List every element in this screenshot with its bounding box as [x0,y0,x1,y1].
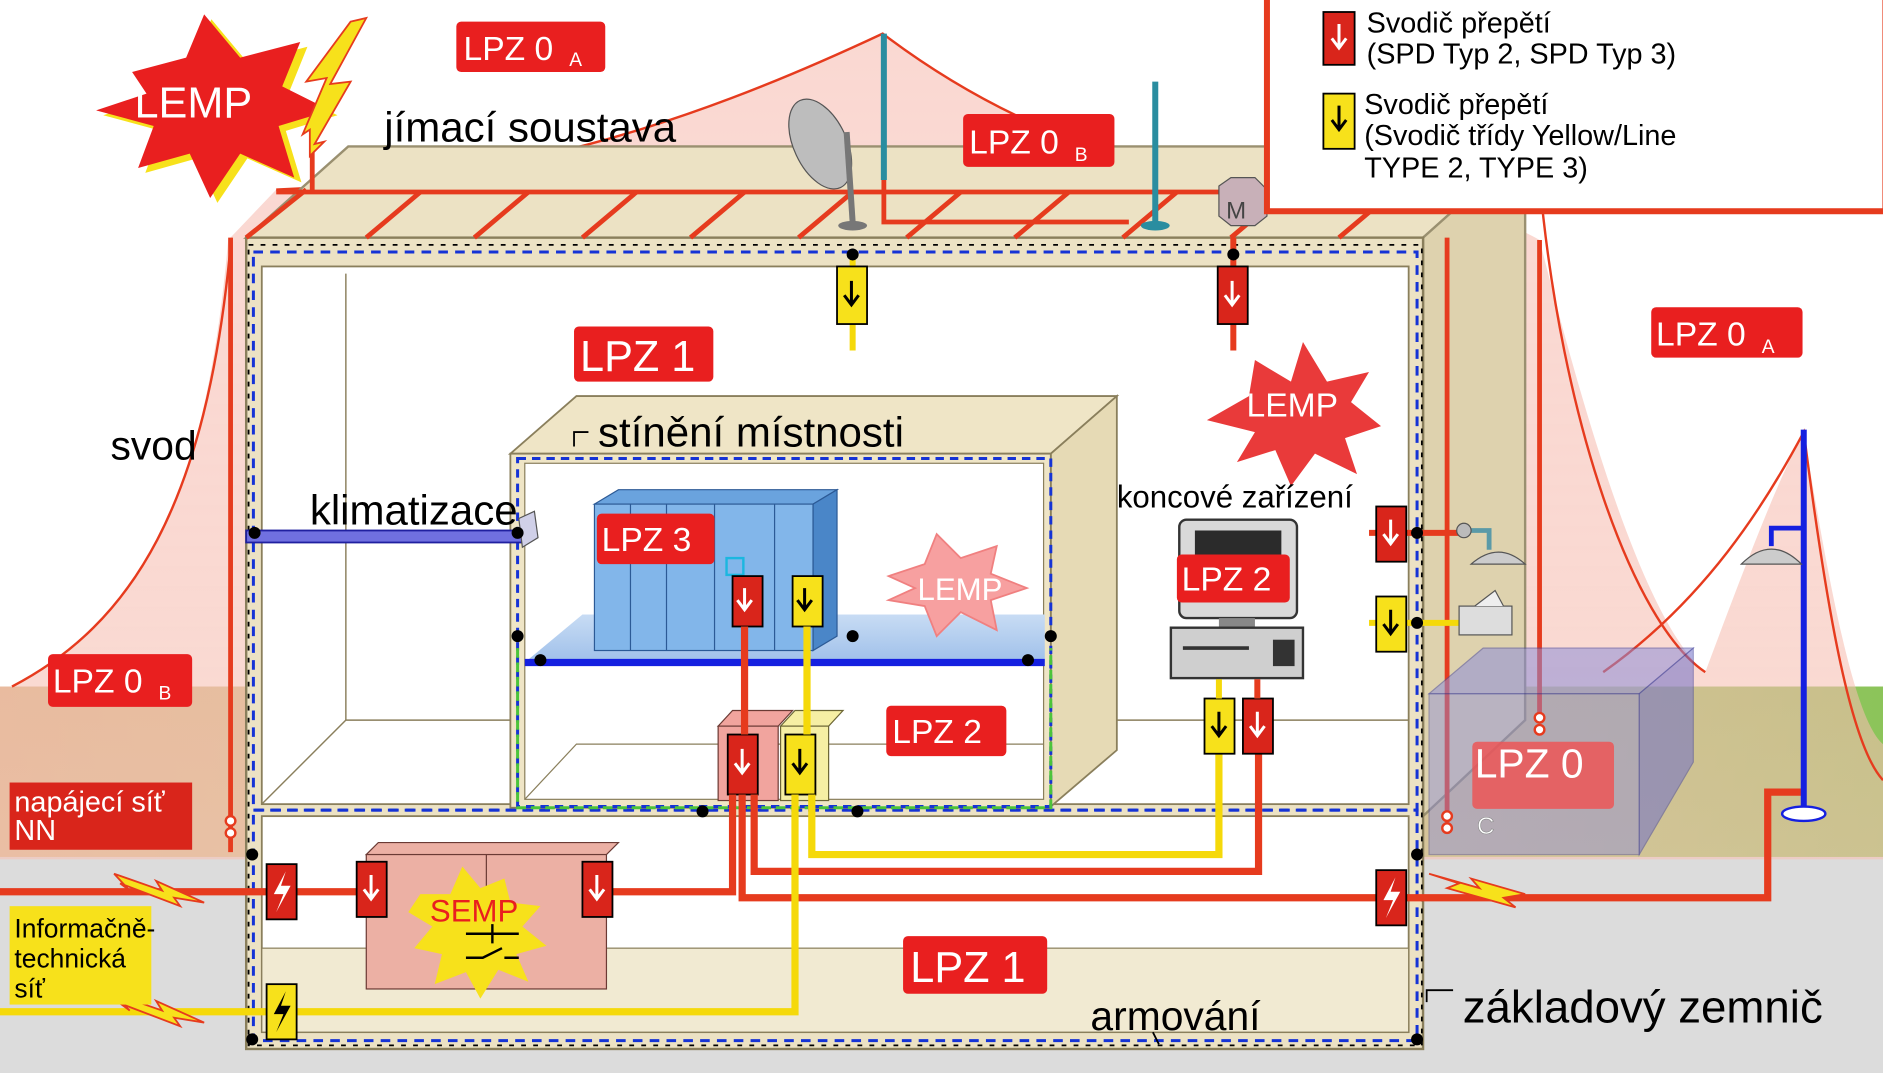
semp-label: SEMP [430,894,518,929]
lemp-big-label: LEMP [135,80,253,128]
label-jimaci: jímací soustava [382,104,677,151]
label-koncove: koncové zařízení [1117,480,1353,515]
label-svod: svod [110,423,196,469]
legend-item-1-title: Svodič přepětí [1367,7,1551,39]
motor-label: M [1226,197,1246,224]
zone-lpz0b-left: LPZ 0 [53,664,143,701]
zone-lpz0a-right-sub: A [1762,337,1775,358]
motor-device: M [1219,178,1267,226]
zone-lpz0b-roof-sub: B [1075,145,1088,166]
label-info-3: síť [14,973,46,1003]
zone-lpz0a-top: LPZ 0 [464,31,554,68]
zone-lpz2-terminal: LPZ 2 [1182,562,1272,599]
label-info-2: technická [14,943,126,973]
legend: Svodič přepětí (SPD Typ 2, SPD Typ 3) Sv… [1267,0,1883,211]
legend-item-2-subtitle2: TYPE 2, TYPE 3) [1364,153,1588,185]
lemp-room-label: LEMP [917,572,1002,607]
label-zemnic: základový zemnič [1463,982,1823,1033]
label-napajeci-2: NN [14,815,56,847]
label-armovani: armování [1090,993,1261,1039]
label-info-1: Informačně- [14,913,155,943]
label-napajeci-1: napájecí síť [14,786,165,818]
legend-item-2-title: Svodič přepětí [1364,89,1548,121]
zone-lpz0c-sub: C [1477,813,1494,840]
zone-lpz3: LPZ 3 [602,522,692,559]
zone-lpz0b-left-sub: B [159,684,172,705]
zone-lpz0c: LPZ 0 [1475,741,1584,787]
shield-room-side [1051,396,1117,806]
zone-lpz1-top: LPZ 1 [580,333,695,381]
lightning-bolt-icon [303,18,367,156]
zone-lpz0b-roof: LPZ 0 [969,125,1059,162]
label-stineni: stínění místnosti [598,408,904,455]
zone-lpz0a-right: LPZ 0 [1656,317,1746,354]
legend-item-1-subtitle: (SPD Typ 2, SPD Typ 3) [1367,39,1677,71]
legend-item-2-subtitle: (Svodič třídy Yellow/Line [1364,120,1676,152]
zone-lpz2-room: LPZ 2 [892,714,982,751]
zone-lpz0a-top-sub: A [569,50,582,71]
mast-right-base [1141,221,1170,231]
label-klimatizace: klimatizace [310,486,518,533]
lemp-mid-label: LEMP [1247,387,1339,424]
zone-lpz1-bottom: LPZ 1 [910,944,1025,992]
